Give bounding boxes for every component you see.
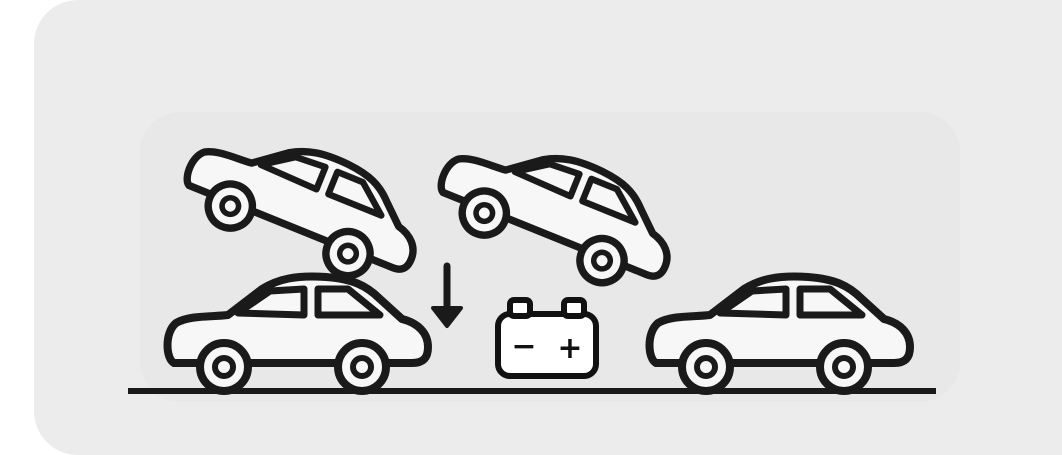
- battery-icon: − +: [498, 300, 596, 376]
- battery-minus-label: −: [511, 329, 536, 364]
- car-icon-lifted-right: [428, 116, 690, 303]
- car-icon-parked-right: [650, 277, 911, 392]
- battery-plus-label: +: [557, 331, 582, 366]
- car-icon-lifted-left: [174, 109, 436, 296]
- down-arrow-icon: [433, 266, 461, 326]
- car-icon-parked-left: [168, 277, 429, 392]
